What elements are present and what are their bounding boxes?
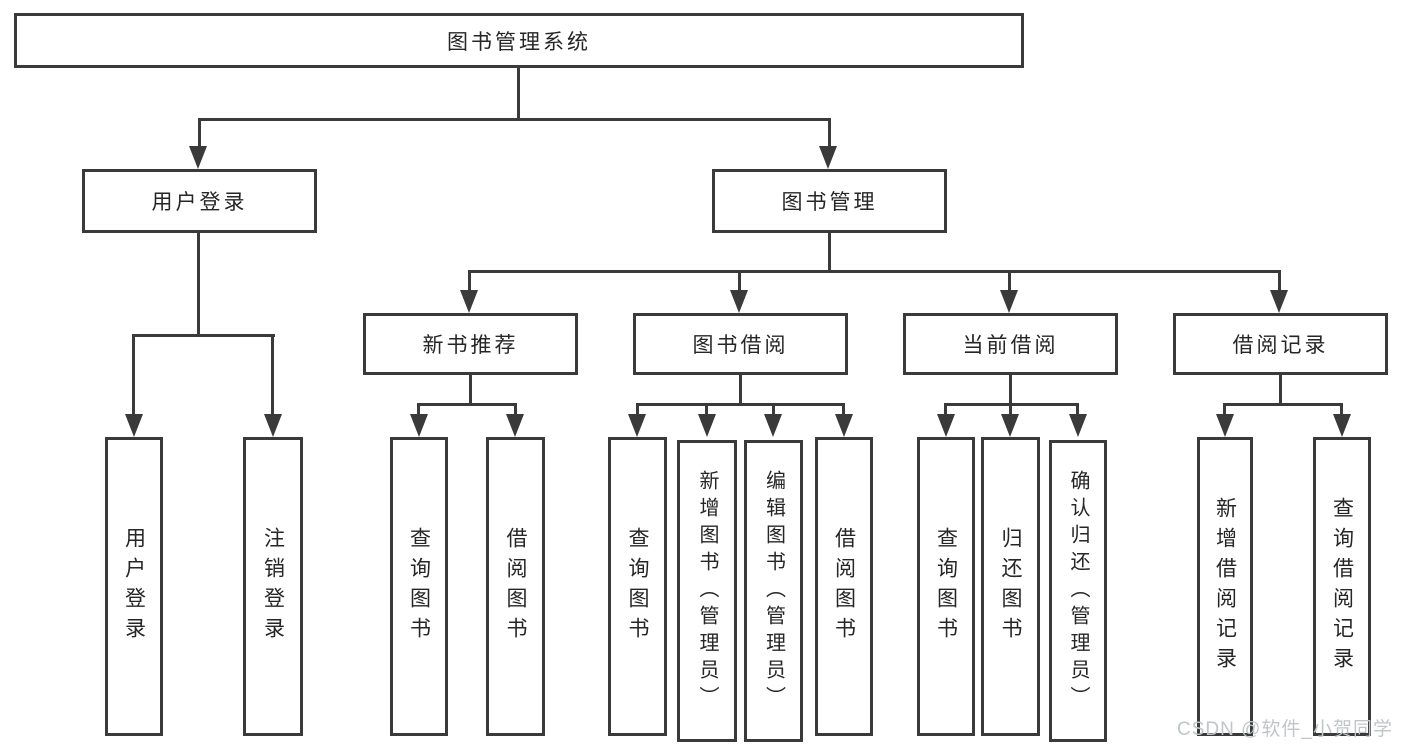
leaf-query-books-current: 查询图书: [917, 437, 975, 736]
leaf-query-books-newbook: 查询图书: [390, 437, 448, 736]
node-user-login: 用户登录: [82, 169, 317, 233]
connector-leaf-rail: [1223, 403, 1343, 406]
connector-leaf-rail: [417, 403, 517, 406]
leaf-edit-books-admin: 编辑图书（管理员）: [744, 440, 803, 742]
arrow-down-icon: [819, 146, 837, 169]
connector-stem: [469, 375, 472, 406]
arrow-down-icon: [1216, 414, 1234, 437]
connector-drop: [828, 121, 831, 146]
connector-l3-rail: [468, 270, 1281, 273]
leaf-borrow-books-newbook: 借阅图书: [486, 437, 545, 736]
arrow-down-icon: [460, 290, 478, 313]
node-label: 图书管理系统: [447, 30, 591, 54]
node-label: 当前借阅: [962, 334, 1059, 357]
leaf-label: 编辑图书（管理员）: [762, 469, 785, 713]
connector-stem: [739, 375, 742, 406]
arrow-down-icon: [730, 290, 748, 313]
node-label: 借阅记录: [1232, 334, 1329, 357]
arrow-down-icon: [1270, 290, 1288, 313]
node-label: 图书管理: [781, 191, 878, 214]
leaf-label: 用户登录: [122, 526, 146, 647]
connector-stem: [1009, 375, 1012, 406]
leaf-label: 确认归还（管理员）: [1067, 469, 1089, 713]
leaf-label: 新增借阅记录: [1213, 496, 1237, 677]
leaf-user-login: 用户登录: [105, 437, 163, 736]
arrow-down-icon: [937, 414, 955, 437]
leaf-query-borrow-record: 查询借阅记录: [1313, 437, 1371, 736]
connector-drop: [772, 406, 775, 414]
connector-drop: [705, 406, 708, 414]
connector-drop: [738, 273, 741, 290]
leaf-label: 查询图书: [934, 526, 958, 647]
leaf-borrow-books: 借阅图书: [815, 437, 873, 736]
arrow-down-icon: [698, 414, 716, 437]
node-label: 用户登录: [151, 191, 248, 214]
connector-leaf-rail: [636, 403, 845, 406]
connector-drop: [1008, 273, 1011, 290]
arrow-down-icon: [506, 414, 524, 437]
arrow-down-icon: [1000, 290, 1018, 313]
leaf-logout: 注销登录: [243, 437, 303, 736]
leaf-query-books-borrow: 查询图书: [608, 437, 667, 736]
connector-drop: [1340, 406, 1343, 414]
leaf-label: 新增图书（管理员）: [696, 469, 718, 713]
csdn-watermark: CSDN @软件_小贺同学: [1177, 719, 1393, 740]
node-current-borrow: 当前借阅: [903, 313, 1118, 375]
leaf-label: 注销登录: [261, 526, 285, 647]
connector-root-trunk: [517, 68, 520, 121]
connector-drop: [1278, 273, 1281, 290]
arrow-down-icon: [835, 414, 853, 437]
connector-userlogin-stem: [197, 233, 200, 336]
arrow-down-icon: [628, 414, 646, 437]
connector-drop: [132, 337, 135, 414]
connector-stem: [1279, 375, 1282, 406]
node-label: 新书推荐: [422, 334, 519, 357]
connector-leaf-rail: [944, 403, 1079, 406]
arrow-down-icon: [1333, 414, 1351, 437]
leaf-label: 查询图书: [626, 526, 650, 647]
connector-drop: [417, 406, 420, 414]
node-book-borrow: 图书借阅: [633, 313, 848, 375]
arrow-down-icon: [189, 146, 207, 169]
connector-bookmgmt-stem: [828, 233, 831, 270]
leaf-label: 借阅图书: [832, 526, 856, 647]
leaf-label: 查询借阅记录: [1330, 496, 1354, 677]
leaf-add-books-admin: 新增图书（管理员）: [677, 440, 737, 742]
connector-drop: [944, 406, 947, 414]
node-new-book-recommend: 新书推荐: [363, 313, 578, 375]
arrow-down-icon: [764, 414, 782, 437]
leaf-label: 查询图书: [407, 526, 431, 647]
node-borrow-records: 借阅记录: [1173, 313, 1388, 375]
arrow-down-icon: [264, 414, 282, 437]
connector-drop: [514, 406, 517, 414]
arrow-down-icon: [1001, 414, 1019, 437]
node-book-management: 图书管理: [712, 169, 947, 233]
connector-drop: [1076, 406, 1079, 414]
connector-l1-rail: [198, 118, 831, 121]
leaf-label: 归还图书: [999, 526, 1023, 647]
connector-userlogin-rail: [132, 334, 275, 337]
connector-drop: [1223, 406, 1226, 414]
leaf-confirm-return-admin: 确认归还（管理员）: [1049, 440, 1107, 742]
connector-drop: [468, 273, 471, 290]
arrow-down-icon: [410, 414, 428, 437]
node-library-system: 图书管理系统: [14, 13, 1024, 68]
connector-drop: [636, 406, 639, 414]
connector-drop: [842, 406, 845, 414]
connector-drop: [198, 121, 201, 146]
node-label: 图书借阅: [692, 334, 789, 357]
arrow-down-icon: [1069, 414, 1087, 437]
arrow-down-icon: [125, 414, 143, 437]
connector-drop: [1009, 406, 1012, 414]
leaf-add-borrow-record: 新增借阅记录: [1197, 437, 1253, 736]
leaf-return-books: 归还图书: [981, 437, 1040, 736]
leaf-label: 借阅图书: [504, 526, 528, 647]
connector-drop: [271, 337, 274, 414]
